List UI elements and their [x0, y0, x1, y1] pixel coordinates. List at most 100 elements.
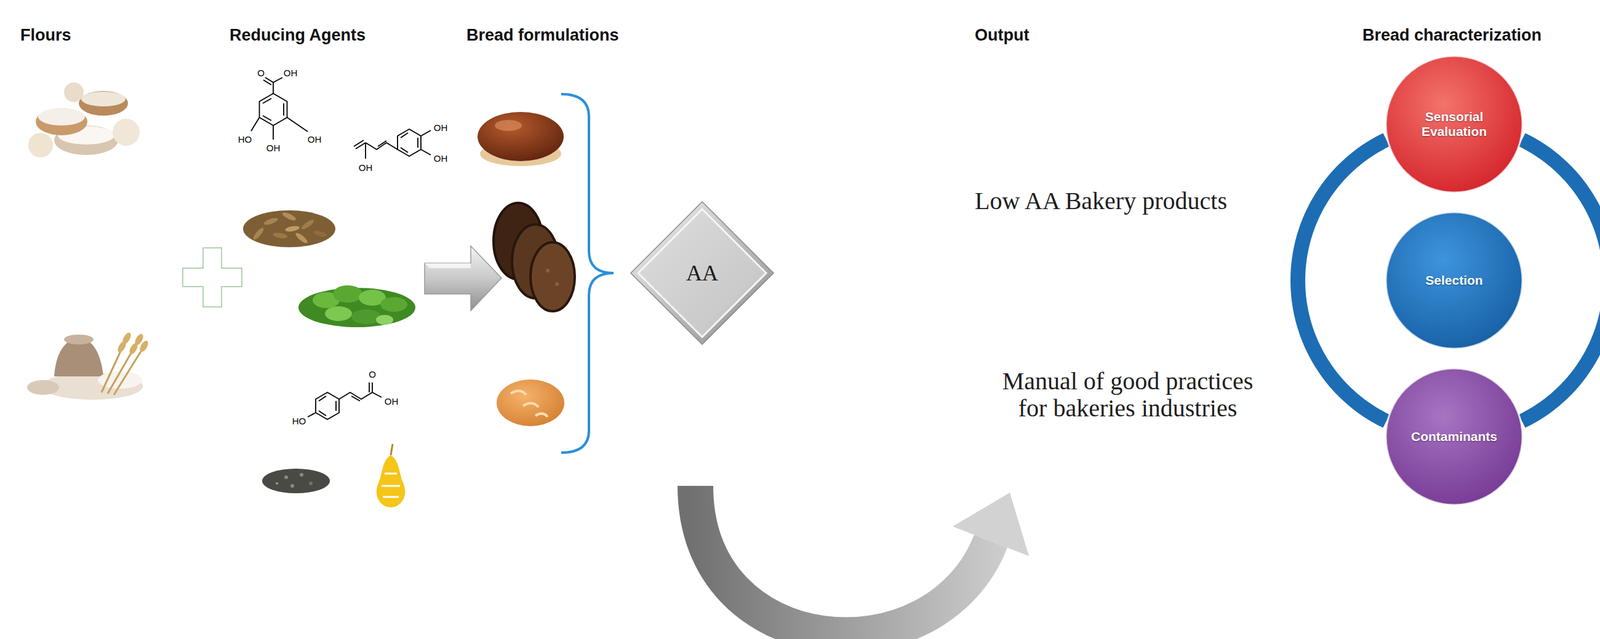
caraway-seeds-picture: [300, 218, 316, 231]
node-text: Contaminants: [1411, 429, 1498, 445]
coumaric-acid-structure: [369, 382, 382, 398]
caffeic-acid-structure: [400, 132, 418, 153]
pear-picture: [381, 473, 400, 498]
flour-bowls-picture: [81, 91, 126, 107]
column-heading: Reducing Agents: [229, 25, 366, 45]
caffeic-acid-structure: [353, 140, 366, 159]
brioche-picture: [494, 120, 522, 132]
circle-outline: [1385, 368, 1523, 506]
diamond-outline: [630, 201, 774, 345]
flour-bowls-picture: [28, 82, 140, 158]
flour-wheat-picture: [116, 340, 128, 354]
caraway-seeds-picture: [243, 210, 336, 248]
ring-connector: [1297, 139, 1387, 422]
formulation-bracket: [561, 94, 614, 453]
column-heading: Bread characterization: [1362, 25, 1542, 45]
diamond-face: [638, 209, 767, 338]
bread-roll-picture: [496, 379, 565, 427]
decision-diamond: AA: [630, 201, 774, 345]
caraway-seeds-picture: [312, 229, 327, 238]
dark-bread-picture: [530, 242, 575, 312]
gallic-acid-structure: [251, 77, 308, 140]
node-text: AA: [686, 260, 719, 287]
flour-wheat-picture: [27, 380, 60, 396]
atom-label: OH: [307, 134, 322, 144]
atom-label: OH: [433, 153, 448, 164]
brioche-picture: [477, 112, 564, 162]
herbs-picture: [324, 306, 352, 322]
dark-bread-picture: [555, 282, 559, 287]
brioche-picture: [477, 112, 564, 167]
plus-sign: [182, 248, 242, 308]
ring-connector: [1521, 139, 1600, 422]
plus-sign: [182, 248, 242, 308]
caraway-seeds-picture: [251, 226, 266, 242]
caraway-seeds-picture: [262, 216, 279, 227]
gallic-acid-structure: [259, 93, 288, 126]
node-text: Sensorial Evaluation: [1401, 109, 1507, 140]
column-heading: Flours: [20, 25, 72, 45]
chia-seeds-picture: [275, 482, 279, 485]
column-heading: Output: [974, 25, 1029, 45]
coumaric-acid-structure: [307, 412, 316, 418]
caraway-seeds-picture: [281, 211, 297, 222]
flour-bowls-picture: [64, 82, 84, 103]
flour-bowls-picture: [28, 132, 53, 158]
gallic-acid-structure: [251, 117, 308, 140]
gallic-acid-structure: [262, 98, 284, 121]
caffeic-acid-structure: [397, 129, 421, 157]
chia-seeds-picture: [284, 475, 288, 480]
bread-roll-picture: [510, 390, 548, 418]
caffeic-acid-structure: [365, 140, 398, 150]
chia-seeds-picture: [308, 481, 313, 486]
atom-label: OH: [433, 123, 448, 133]
herbs-picture: [380, 297, 408, 312]
chia-seeds-picture: [290, 484, 295, 488]
atom-label: HO: [292, 416, 307, 426]
coumaric-acid-structure: [318, 396, 336, 416]
circle-outline: [1385, 212, 1523, 349]
bread-roll-picture: [496, 379, 565, 427]
feedback-curved-arrow: [695, 486, 991, 636]
coumaric-acid-structure: [339, 392, 373, 402]
flour-bowls-picture: [38, 108, 85, 126]
atom-label: OH: [358, 163, 373, 173]
chia-seeds-picture: [299, 473, 304, 477]
flour-bowls-picture: [35, 108, 88, 136]
caraway-seeds-picture: [272, 232, 288, 240]
atom-label: O: [368, 369, 376, 380]
chia-seeds-picture: [262, 468, 330, 494]
atom-label: OH: [283, 68, 298, 78]
herbs-picture: [376, 315, 394, 325]
atom-label: OH: [384, 396, 399, 407]
feedback-curved-arrow: [952, 492, 1029, 557]
process-circle: Selection: [1384, 211, 1524, 351]
process-circle: Contaminants: [1384, 367, 1524, 507]
atom-label: OH: [266, 143, 281, 153]
output-text: Manual of good practices for bakeries in…: [990, 368, 1265, 423]
pear-picture: [376, 444, 405, 508]
gallic-acid-structure: [263, 77, 283, 94]
caraway-seeds-picture: [284, 225, 300, 233]
block-arrow: [424, 246, 502, 311]
flour-bowls-picture: [112, 118, 140, 146]
flour-wheat-picture: [27, 331, 150, 400]
caraway-seeds-picture: [294, 231, 309, 245]
coumaric-acid-structure: [307, 382, 382, 420]
coumaric-acid-structure: [315, 392, 340, 420]
herbs-picture: [298, 285, 416, 328]
formulation-bracket: [561, 94, 614, 453]
circle-outline: [1385, 56, 1523, 193]
process-circle: Sensorial Evaluation: [1384, 54, 1524, 194]
pear-picture: [390, 444, 393, 456]
block-arrow: [424, 263, 471, 269]
caraway-seeds-picture: [243, 210, 336, 248]
column-heading: Bread formulations: [466, 25, 620, 45]
herbs-picture: [351, 309, 381, 325]
flour-wheat-picture: [64, 334, 94, 345]
caffeic-acid-structure: [353, 129, 431, 159]
flour-wheat-picture: [138, 339, 151, 354]
